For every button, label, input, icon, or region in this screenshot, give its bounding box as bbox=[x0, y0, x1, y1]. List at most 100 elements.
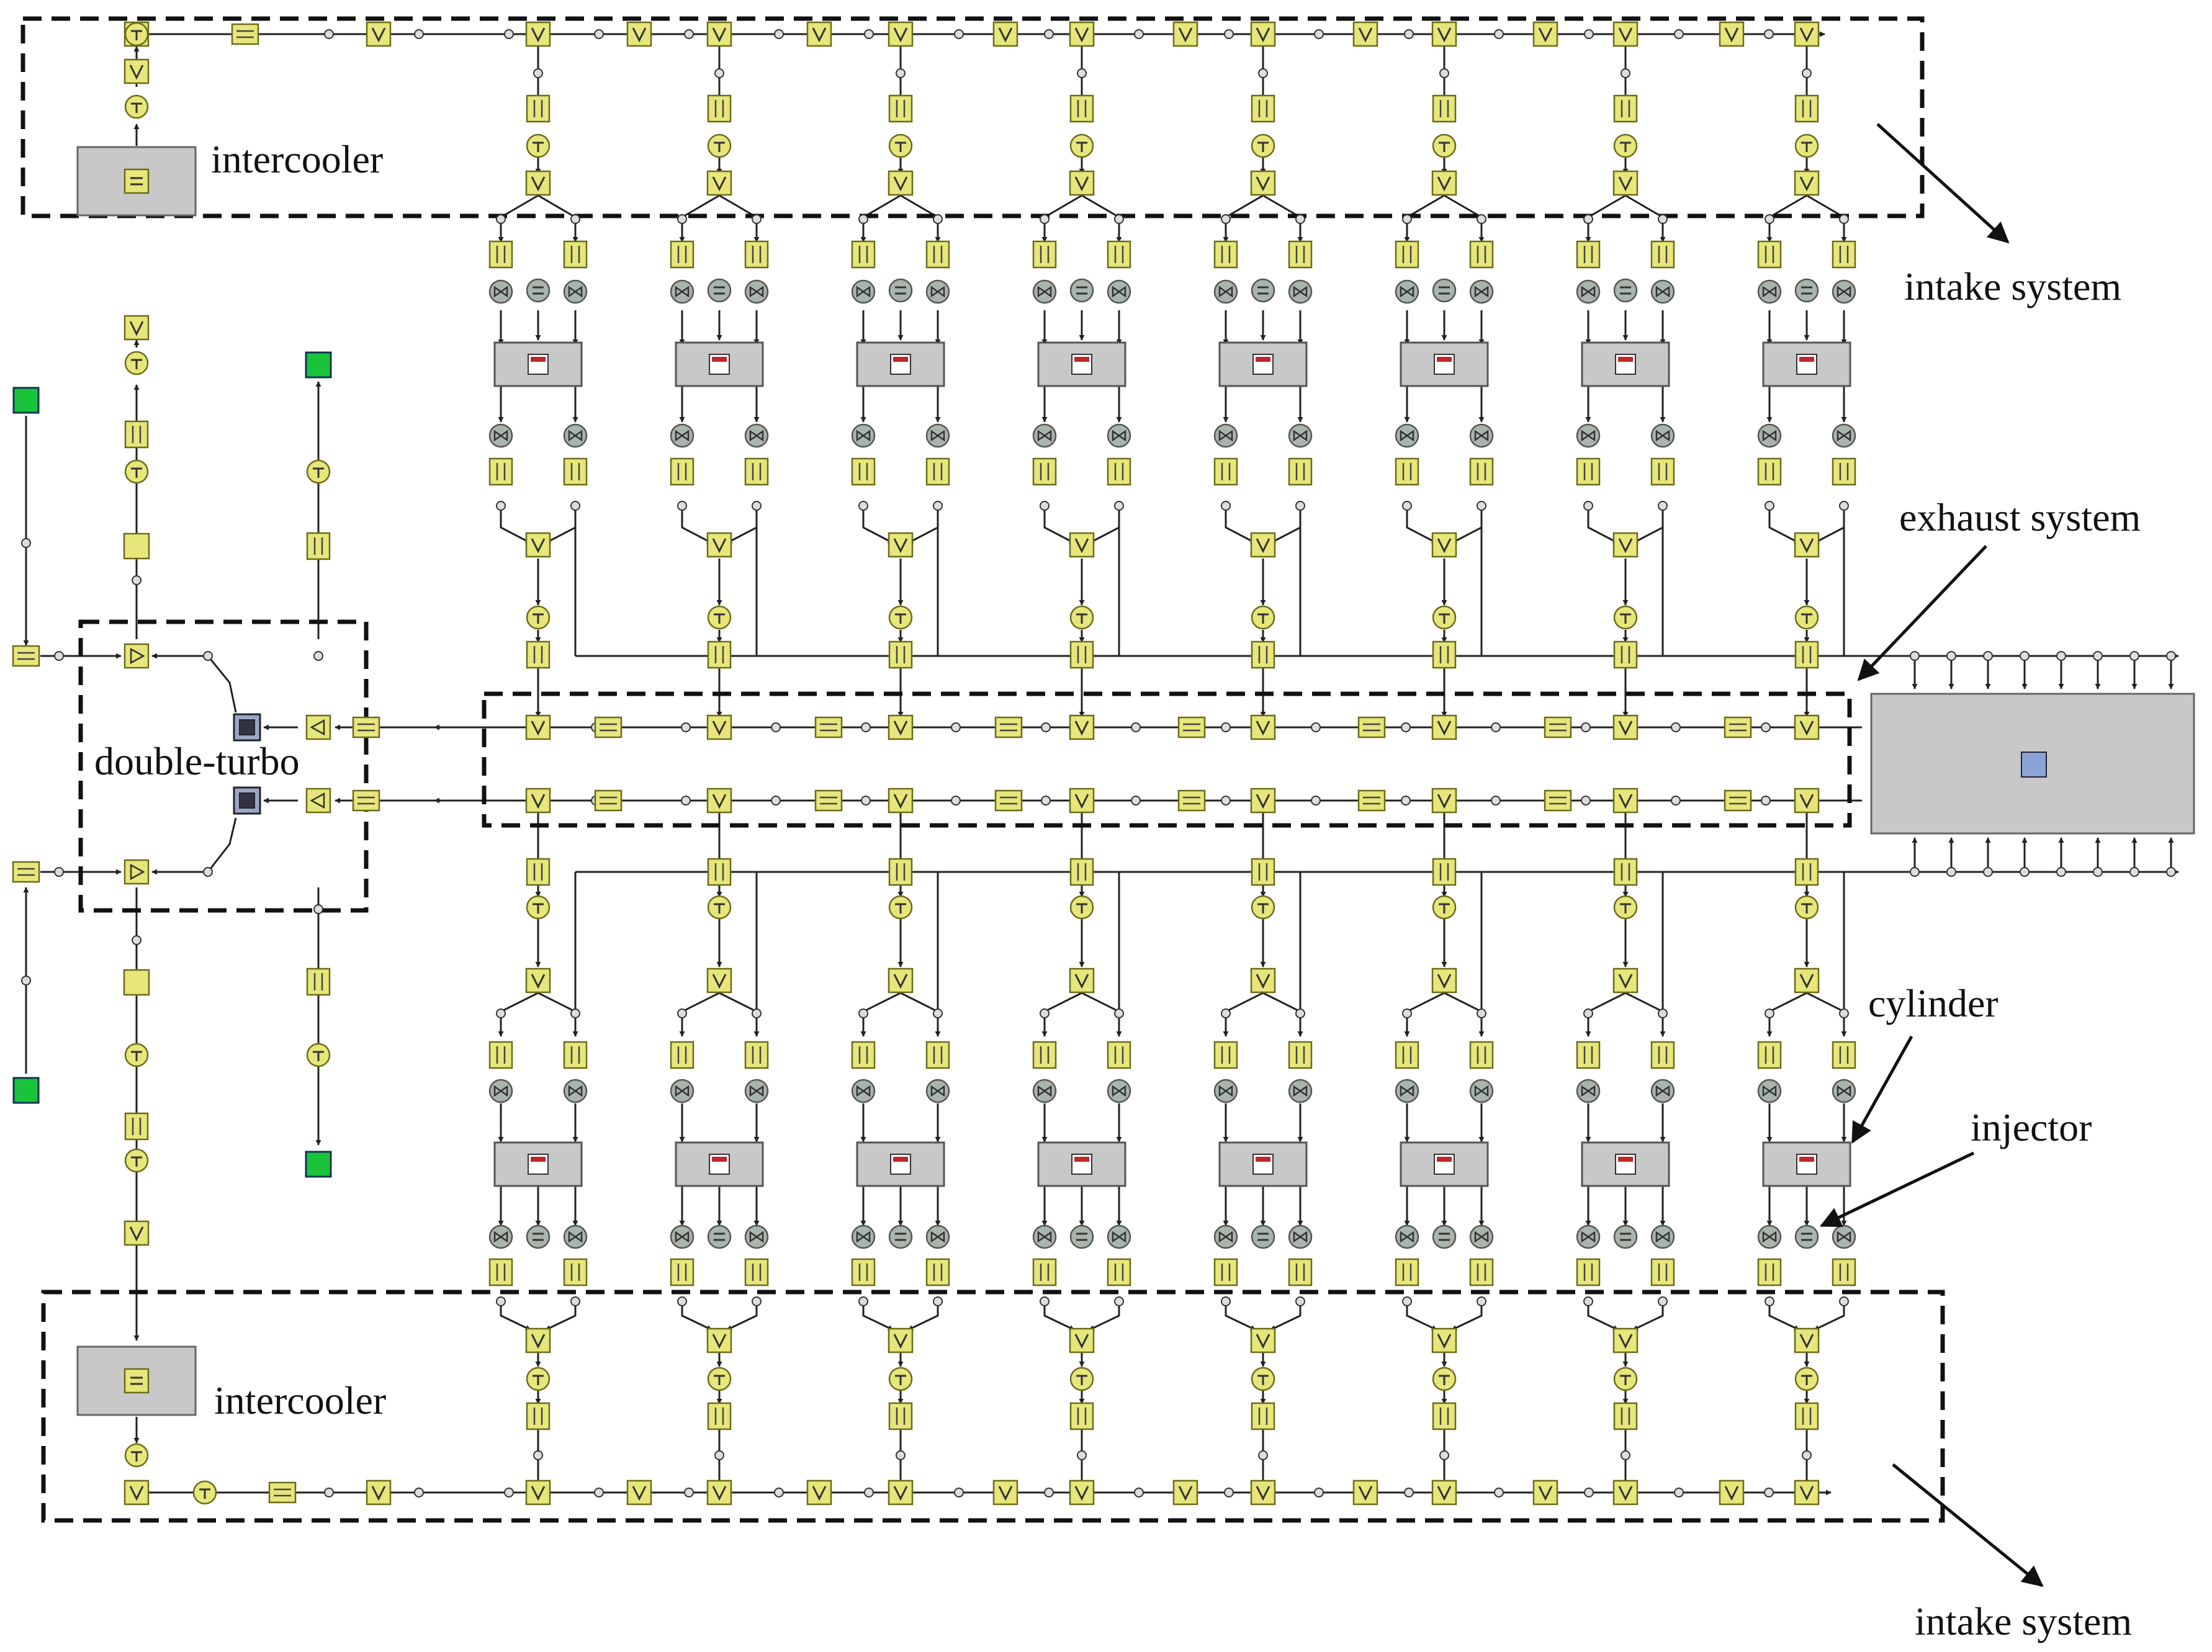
sensor-mark bbox=[1801, 141, 1812, 152]
node-dot bbox=[504, 29, 514, 39]
node-dot bbox=[1404, 1488, 1414, 1497]
pipe-component bbox=[1613, 858, 1638, 886]
turbine-mark bbox=[130, 647, 145, 665]
pipe-component bbox=[1213, 457, 1238, 486]
junction-mark bbox=[1437, 1334, 1452, 1349]
node-dot bbox=[1581, 796, 1591, 806]
label-double-turbo: double-turbo bbox=[94, 739, 300, 783]
node-dot bbox=[1477, 1008, 1486, 1018]
node-dot bbox=[1314, 29, 1324, 39]
pipe-component bbox=[526, 858, 551, 886]
label-intercooler-bottom: intercooler bbox=[214, 1378, 386, 1422]
junction-mark bbox=[1074, 721, 1089, 736]
junction-mark bbox=[1437, 27, 1452, 43]
node-dot bbox=[1583, 1008, 1593, 1018]
junction-mark bbox=[1799, 974, 1814, 989]
cylinder-icon-mark bbox=[531, 357, 546, 362]
junction-mark bbox=[712, 974, 727, 989]
compressor-mark bbox=[239, 719, 255, 735]
pipe-component bbox=[707, 94, 732, 123]
node-dot bbox=[594, 1488, 604, 1497]
injector-component bbox=[1251, 278, 1275, 303]
junction-mark bbox=[1799, 1334, 1814, 1349]
sensor-mark bbox=[313, 467, 324, 478]
pipe-component bbox=[744, 1041, 769, 1069]
injector-component bbox=[1432, 1224, 1457, 1249]
injector-component bbox=[707, 1224, 732, 1249]
valve-mark bbox=[1474, 429, 1489, 442]
junction-mark bbox=[1799, 27, 1814, 43]
valve-mark bbox=[1655, 429, 1670, 442]
pipe-segment bbox=[719, 992, 760, 1037]
sensor-mark bbox=[533, 613, 544, 624]
node-dot bbox=[594, 29, 604, 39]
junction-mark bbox=[812, 27, 827, 43]
node-dot bbox=[414, 1488, 424, 1497]
node-dot bbox=[1114, 1296, 1124, 1306]
pipe-component bbox=[707, 640, 732, 669]
pipe-segment bbox=[1766, 992, 1807, 1037]
node-dot bbox=[858, 214, 868, 224]
junction-mark bbox=[531, 1334, 546, 1349]
junction-mark bbox=[1618, 1486, 1633, 1501]
sensor-mark bbox=[1076, 903, 1087, 914]
junction-mark bbox=[1256, 794, 1270, 809]
node-dot bbox=[677, 214, 687, 224]
node-dot bbox=[771, 796, 781, 806]
valve-mark bbox=[1762, 1085, 1777, 1097]
node-dot bbox=[2056, 651, 2066, 661]
boundary-component bbox=[12, 1077, 40, 1104]
junction-mark bbox=[1618, 974, 1633, 989]
pipe-segment bbox=[1041, 992, 1082, 1037]
node-dot bbox=[1583, 214, 1593, 224]
pipe-component bbox=[352, 789, 380, 812]
sensor-mark bbox=[1620, 141, 1631, 152]
pipe-component bbox=[124, 420, 149, 449]
junction-mark bbox=[1538, 1486, 1553, 1501]
node-dot bbox=[1839, 1008, 1849, 1018]
valve-mark bbox=[675, 429, 690, 442]
cylinder-icon-mark bbox=[893, 1157, 908, 1162]
pipe-segment bbox=[545, 1303, 577, 1331]
node-dot bbox=[774, 29, 784, 39]
pipe-segment bbox=[1089, 1303, 1120, 1331]
pipe-component bbox=[231, 23, 259, 45]
node-dot bbox=[1477, 1296, 1486, 1306]
intercooler-icon bbox=[124, 168, 150, 194]
sensor-mark bbox=[199, 1488, 210, 1499]
pipe-component bbox=[563, 1041, 588, 1069]
sensor-mark bbox=[1801, 613, 1812, 624]
node-dot bbox=[1041, 722, 1051, 732]
sensor-mark bbox=[1801, 1375, 1812, 1385]
node-dot bbox=[1658, 1008, 1668, 1018]
pipe-segment bbox=[537, 194, 578, 243]
valve-mark bbox=[1293, 1231, 1308, 1243]
node-dot bbox=[1839, 214, 1849, 224]
sensor-mark bbox=[131, 1051, 142, 1061]
injector-component bbox=[1069, 278, 1094, 303]
pipe-component bbox=[1213, 1041, 1238, 1069]
pipe-component bbox=[563, 457, 588, 486]
valve-mark bbox=[856, 1231, 871, 1243]
intake-bottom-pointer bbox=[1892, 1463, 2044, 1587]
pipe-segment bbox=[1270, 1303, 1302, 1331]
valve-mark bbox=[1218, 1085, 1233, 1097]
pipe-component bbox=[1032, 1258, 1057, 1286]
boundary-component bbox=[305, 1151, 332, 1178]
cylinder-icon-mark bbox=[1256, 357, 1270, 362]
node-dot bbox=[203, 867, 213, 877]
pipe-component bbox=[1794, 1402, 1819, 1430]
node-dot bbox=[1221, 796, 1231, 806]
pipe-segment bbox=[1225, 1303, 1256, 1331]
junction-mark bbox=[371, 1486, 386, 1501]
pipe-component bbox=[814, 789, 843, 812]
node-dot bbox=[858, 1008, 868, 1018]
junction-mark bbox=[893, 1334, 908, 1349]
injector-mark bbox=[1257, 1232, 1269, 1241]
pipe-segment bbox=[1406, 508, 1437, 544]
node-dot bbox=[1761, 722, 1771, 732]
valve-mark bbox=[1218, 429, 1233, 442]
pipe-component bbox=[352, 716, 380, 738]
pipe-segment bbox=[679, 992, 720, 1037]
junction-component bbox=[1612, 1327, 1639, 1353]
